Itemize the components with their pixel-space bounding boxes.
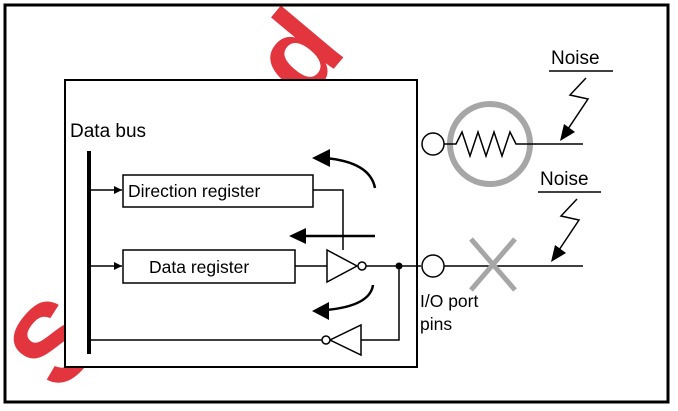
straight-arrow-head [289, 228, 306, 244]
direction-register-box [122, 174, 314, 208]
noise-label-bottom: Noise [540, 169, 589, 190]
io-port-label-line1: I/O port [420, 291, 478, 311]
output-buffer-bubble [357, 261, 367, 271]
input-buffer-bubble [321, 335, 331, 345]
top-pin [421, 132, 445, 156]
io-pin [421, 254, 445, 278]
curved-arrow-bottom [325, 284, 375, 312]
direction-control-line [313, 189, 344, 250]
blocked-cross-b [469, 237, 517, 292]
data-register-label: Data register [149, 257, 249, 277]
data-register-box [122, 249, 296, 284]
noise-bolt-bottom-arrowhead [551, 245, 566, 262]
curved-arrow-bottom-head [312, 302, 329, 320]
noise-label-top: Noise [551, 48, 600, 69]
direction-input-arrowhead [114, 186, 122, 194]
chip-boundary [64, 79, 418, 368]
noise-bolt-bottom [558, 198, 581, 251]
noise-bolt-top-arrowhead [560, 124, 575, 141]
pull-up-resistor [444, 129, 583, 159]
output-buffer-symbol [326, 248, 359, 284]
direction-register-label: Direction register [128, 181, 260, 201]
data-bus-label: Data bus [70, 121, 146, 142]
curved-arrow-top-head [312, 149, 330, 167]
data-register-input-arrowhead [114, 262, 122, 270]
noise-bolt-top [567, 77, 590, 130]
curved-arrow-top [324, 156, 377, 189]
input-feedback-path [361, 266, 400, 341]
io-port-label-line2: pins [420, 314, 452, 334]
outer-frame [3, 3, 670, 404]
input-buffer-symbol [328, 323, 362, 357]
